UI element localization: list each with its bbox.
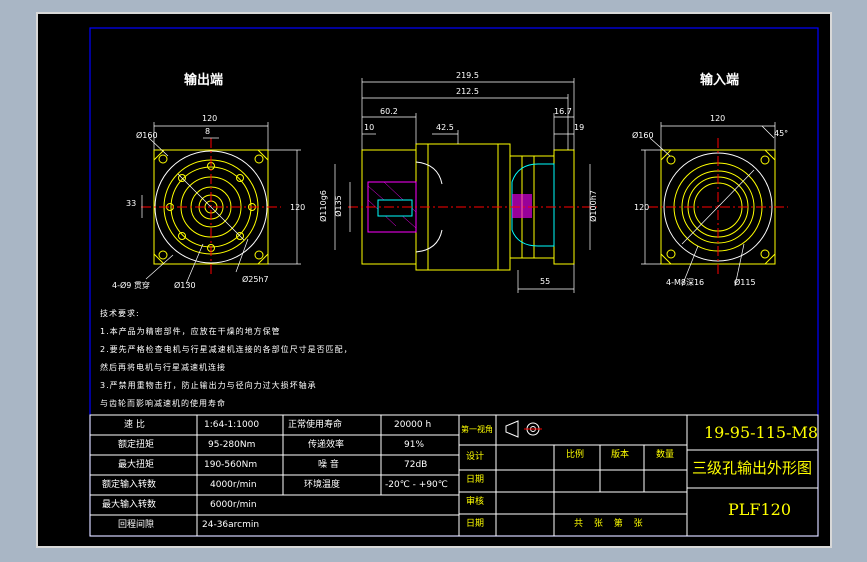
note-line: 2.要先严格检查电机与行星减速机连接的各部位尺寸是否匹配， (100, 345, 353, 354)
dim-text: 60.2 (380, 107, 398, 116)
dim-text: 120 (634, 203, 650, 212)
date-label: 日期 (466, 519, 485, 529)
dim-text: 19 (574, 123, 585, 132)
spec-cell: 回程间隙 (118, 520, 155, 530)
title-block-grid (458, 414, 819, 537)
spec-table-grid (89, 414, 460, 537)
spec-cell: 95-280Nm (208, 440, 256, 450)
model-number: PLF120 (728, 500, 792, 519)
spec-cell: 91% (404, 440, 425, 450)
dim-text: 120 (290, 203, 306, 212)
dim-text: 4-M8深16 (666, 278, 705, 287)
spec-cell: 额定扭矩 (118, 440, 155, 450)
output-end-view (141, 122, 301, 285)
drawing-sheet: 输出端 输入端 120 Ø160 8 33 120 Ø25h7 Ø130 4-Ø… (36, 12, 832, 548)
dim-text: 16.7 (554, 107, 572, 116)
quantity-label: 数量 (656, 450, 675, 460)
side-section-view (334, 78, 598, 293)
spec-cell: 环境温度 (304, 480, 341, 490)
spec-cell: 20000 h (394, 420, 432, 430)
cad-drawing (89, 27, 819, 537)
version-label: 版本 (611, 450, 630, 460)
note-line: 3.严禁用重物击打，防止输出力与径向力过大损坏轴承 (100, 381, 317, 390)
sheet-count: 共 张 第 张 (574, 519, 647, 529)
spec-cell: 24-36arcmin (202, 520, 260, 530)
output-end-label: 输出端 (184, 73, 224, 88)
dim-text: 33 (126, 199, 137, 208)
spec-cell: 190-560Nm (204, 460, 258, 470)
spec-cell: -20℃ - +90℃ (385, 480, 448, 490)
dim-text: 219.5 (456, 71, 479, 80)
scale-label: 比例 (566, 450, 585, 460)
note-line: 与齿轮而影响减速机的使用寿命 (100, 399, 226, 408)
dim-text: Ø160 (632, 131, 654, 140)
dim-text: Ø160 (136, 131, 158, 140)
input-coupling (511, 163, 555, 247)
spec-cell: 速 比 (124, 420, 145, 430)
drawing-title: 三级孔输出外形图 (692, 459, 813, 477)
spec-cell: 72dB (404, 460, 428, 470)
dim-text: 8 (205, 127, 211, 136)
dim-text: Ø25h7 (242, 275, 269, 284)
dim-text: 120 (710, 114, 726, 123)
dim-text: 10 (364, 123, 375, 132)
note-line: 然后再将电机与行星减速机连接 (100, 363, 226, 372)
dim-text: 212.5 (456, 87, 479, 96)
dim-text: Ø100h7 (588, 190, 598, 222)
input-bolt-holes (666, 155, 770, 259)
spec-cell: 噪 音 (318, 460, 339, 470)
projection-label: 第一视角 (461, 425, 493, 434)
spec-cell: 最大扭矩 (118, 460, 155, 470)
spec-cell: 4000r/min (210, 480, 257, 490)
spec-cell: 额定输入转数 (102, 480, 157, 490)
spec-cell: 正常使用寿命 (288, 420, 343, 430)
spec-cell: 1:64-1:1000 (204, 420, 260, 430)
drawing-number: 19-95-115-M8 (704, 423, 819, 442)
design-label: 设计 (466, 452, 485, 462)
review-label: 审核 (466, 497, 485, 507)
spec-cell: 6000r/min (210, 500, 257, 510)
dim-text: Ø130 (174, 281, 196, 290)
dim-text: 55 (540, 277, 551, 286)
note-line: 技术要求: (100, 309, 140, 318)
spec-cell: 传递效率 (308, 440, 345, 450)
dim-text: 42.5 (436, 123, 454, 132)
input-end-view (641, 122, 788, 287)
drawing-label: 日期 (466, 475, 485, 485)
dim-text: Ø135 (333, 195, 343, 217)
dim-text: Ø115 (734, 278, 756, 287)
dim-text: 45° (774, 129, 789, 138)
input-end-label: 输入端 (700, 73, 740, 88)
spec-cell: 最大输入转数 (102, 500, 157, 510)
note-line: 1.本产品为精密部件，应放在干燥的地方保管 (100, 327, 281, 336)
dim-text: Ø110g6 (318, 190, 328, 222)
dim-text: 120 (202, 114, 218, 123)
dim-text: 4-Ø9 贯穿 (112, 281, 150, 290)
projection-symbol (505, 420, 542, 438)
